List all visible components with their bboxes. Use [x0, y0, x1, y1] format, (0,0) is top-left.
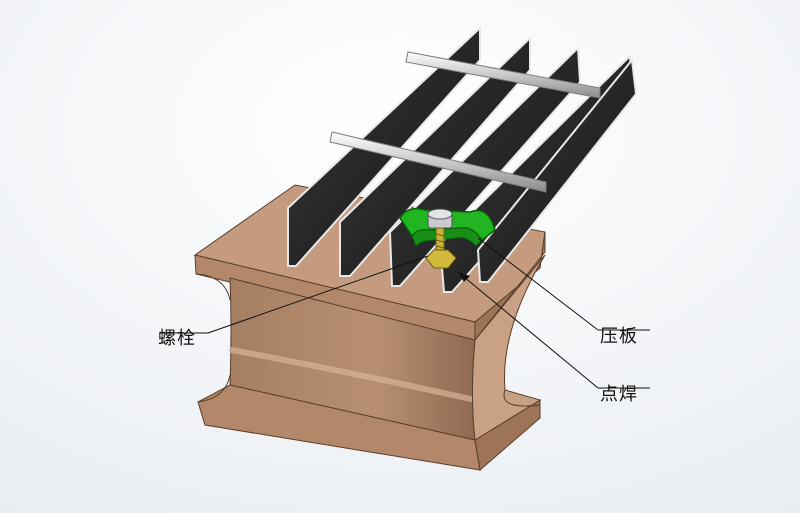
cross-bar [329, 131, 547, 193]
clamp-plate-label: 压板 [600, 326, 638, 347]
weld-arrow-head [458, 272, 470, 282]
clamp-assembly [399, 207, 496, 269]
spot-weld-label: 点焊 [600, 384, 638, 405]
leader-lines [160, 237, 650, 389]
bearing-bar [476, 57, 638, 283]
nut [425, 249, 457, 269]
bolt-label: 螺栓 [158, 328, 196, 349]
cross-bar [405, 51, 601, 99]
